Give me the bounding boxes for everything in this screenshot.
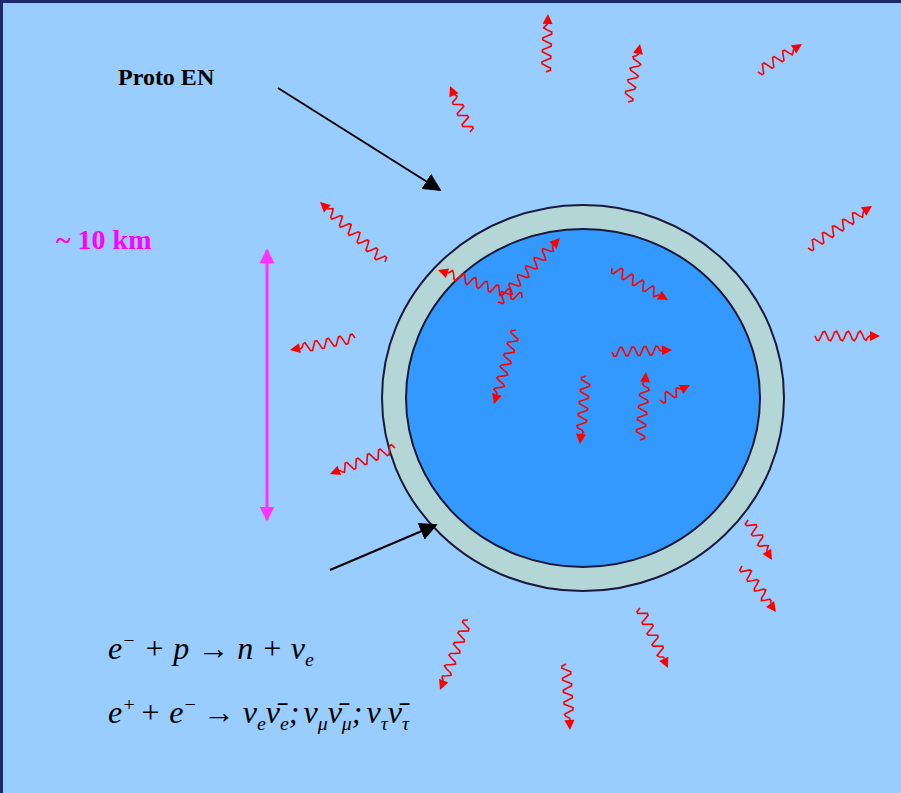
equation-term: ν xyxy=(303,694,317,730)
arrowhead xyxy=(657,291,668,300)
equation: e++ e−→ νeν̄e;νμν̄μ;ντν̄τ xyxy=(108,692,409,737)
leader-line xyxy=(330,525,436,570)
equation-term: + xyxy=(122,693,135,715)
neutrino-wave xyxy=(808,211,864,250)
equation-term: e xyxy=(257,712,266,734)
slide-edge xyxy=(0,0,901,3)
neutrino-wave xyxy=(636,382,649,440)
equation-term: μ xyxy=(342,712,352,734)
arrowhead xyxy=(679,385,690,394)
arrowhead xyxy=(659,657,668,668)
arrowhead xyxy=(320,202,331,212)
neutrino-wave xyxy=(562,664,573,720)
arrowhead xyxy=(633,44,643,55)
neutrino-wave xyxy=(815,331,870,341)
arrowhead xyxy=(791,44,802,54)
neutrino-wave xyxy=(339,445,395,473)
arrowhead xyxy=(438,268,449,277)
equation-term: → ν xyxy=(203,694,257,730)
equation-term: ν̄ xyxy=(266,694,280,730)
equation-term: ; xyxy=(289,694,300,730)
arrowhead xyxy=(492,393,502,404)
equation-term: ν̄ xyxy=(388,694,402,730)
equation-term: τ xyxy=(381,712,388,734)
proto-neutron-star-core xyxy=(406,229,760,567)
neutrino-wave xyxy=(327,209,386,263)
arrowhead xyxy=(290,343,301,353)
neutrino-wave xyxy=(612,346,662,356)
neutrino-wave xyxy=(626,54,641,102)
neutrino-wave xyxy=(745,520,768,552)
outer-layer xyxy=(382,205,784,591)
neutrino-wave xyxy=(577,376,590,434)
size-arrow xyxy=(266,250,269,520)
equation-term: − xyxy=(183,693,196,715)
arrowhead xyxy=(576,434,586,444)
equation-term: − xyxy=(122,629,135,651)
leader-line xyxy=(278,88,440,190)
arrowhead xyxy=(449,86,458,97)
neutrino-wave xyxy=(758,49,794,74)
equation-term: ν xyxy=(366,694,380,730)
slide-edge xyxy=(0,0,3,793)
neutrino-wave xyxy=(300,334,355,350)
neutrino-wave xyxy=(542,24,552,72)
equation-term: e xyxy=(108,694,122,730)
neutrino-wave xyxy=(637,608,665,659)
arrowhead xyxy=(549,238,560,249)
arrowhead xyxy=(330,466,341,475)
equation-term: e xyxy=(305,648,314,670)
equation-term: e xyxy=(280,712,289,734)
neutrino-wave xyxy=(494,330,518,395)
neutrino-wave xyxy=(442,620,469,681)
arrowhead xyxy=(763,549,772,560)
callout-label: Proto EN xyxy=(118,64,214,91)
arrowhead xyxy=(766,601,776,612)
equation-term: μ xyxy=(318,712,328,734)
neutrino-wave xyxy=(498,245,553,304)
dimension-label: ~ 10 km xyxy=(56,224,151,256)
equation-term: ; xyxy=(352,694,363,730)
neutrino-wave xyxy=(660,388,681,403)
arrowhead xyxy=(662,345,672,355)
arrowhead xyxy=(564,720,574,730)
equation-term: e xyxy=(108,630,122,666)
neutrino-wave xyxy=(612,268,660,297)
arrowhead xyxy=(870,331,880,341)
equation-term: ν̄ xyxy=(328,694,342,730)
equation-term: + p → n + ν xyxy=(144,630,305,666)
equation-term: + e xyxy=(140,694,184,730)
arrowhead xyxy=(439,679,448,690)
equation: e−+ p → n + νe xyxy=(108,628,314,673)
arrowhead xyxy=(543,14,553,24)
equation-term: τ xyxy=(402,712,409,734)
arrowhead xyxy=(861,206,872,216)
neutrino-wave xyxy=(453,95,474,132)
arrowhead xyxy=(640,372,650,382)
neutrino-wave xyxy=(740,566,771,604)
